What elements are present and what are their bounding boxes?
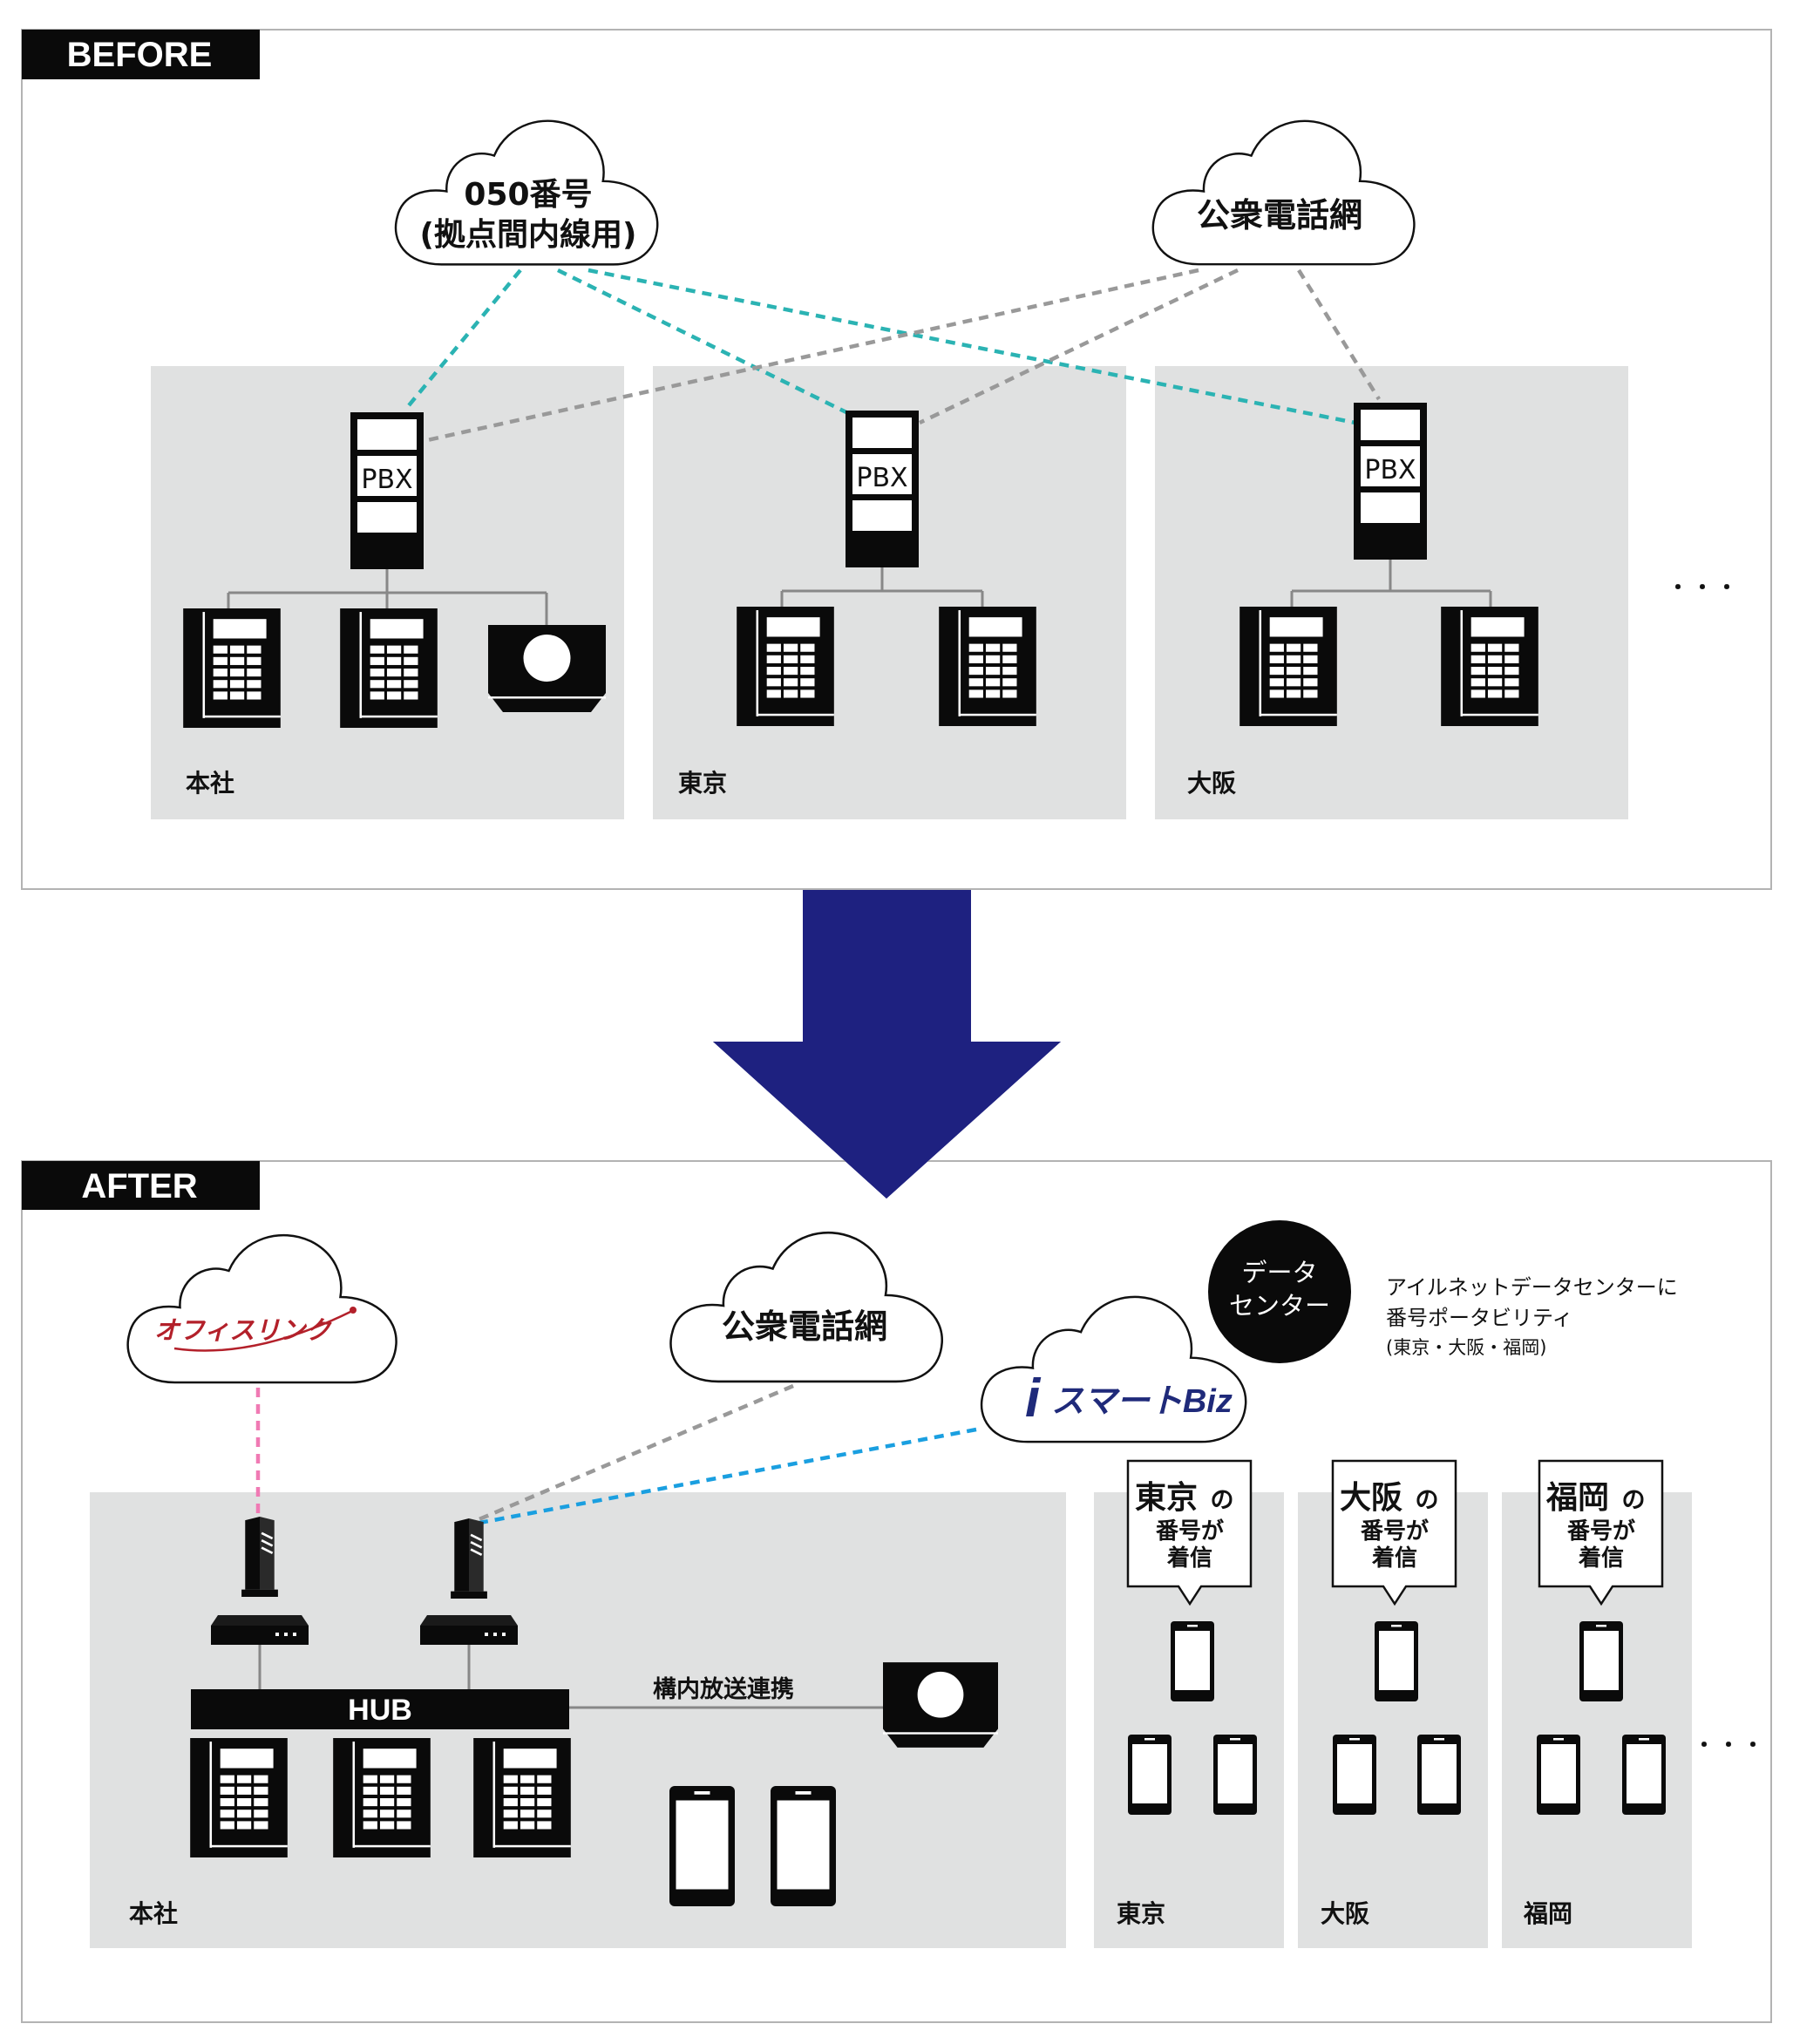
- link-pstn-after: [474, 1383, 794, 1524]
- bubble-city-osaka: 大阪: [1340, 1480, 1402, 1516]
- smartphone: [1579, 1621, 1623, 1701]
- bubble-no: の: [1416, 1487, 1439, 1514]
- hub-label: HUB: [348, 1694, 412, 1727]
- desk-phone: [473, 1738, 571, 1857]
- desk-phone: [333, 1738, 431, 1857]
- portability-line2: 番号ポータビリティ: [1386, 1306, 1573, 1330]
- branch-label-osaka: 大阪: [1321, 1899, 1369, 1928]
- ismart-logo-i: i: [1025, 1368, 1042, 1429]
- after-ellipsis: ・・・: [1694, 1733, 1767, 1757]
- link-050-honsha: [404, 268, 522, 411]
- before-wiring: [227, 560, 1492, 628]
- officelink-logo: オフィスリンク: [154, 1317, 332, 1345]
- cloud-pstn-after-label: 公衆電話網: [722, 1307, 887, 1346]
- desk-phone: [737, 607, 834, 726]
- broadcast-label: 構内放送連携: [653, 1675, 794, 1703]
- portability-line1: アイルネットデータセンターに: [1386, 1275, 1678, 1300]
- bubble-no: の: [1622, 1487, 1646, 1514]
- smartphone: [1128, 1735, 1172, 1815]
- branch-fukuoka: 福岡 の 番号が 着信 福岡: [1523, 1459, 1666, 1928]
- gateway-officelink: [241, 1517, 278, 1597]
- ismart-logo-text: スマートBiz: [1051, 1383, 1233, 1420]
- bubble-line3: 着信: [1166, 1545, 1212, 1572]
- branch-osaka: 大阪 の 番号が 着信 大阪: [1321, 1459, 1461, 1928]
- smartphone: [1213, 1735, 1257, 1815]
- link-ismart: [474, 1427, 977, 1526]
- cloud-050-line2: (拠点間内線用): [420, 217, 637, 253]
- link-050-osaka: [587, 268, 1356, 425]
- hub-bar: [191, 1689, 569, 1729]
- branch-label-tokyo: 東京: [1117, 1899, 1165, 1928]
- datacenter-circle: [1208, 1220, 1351, 1363]
- pbx-tokyo: PBX: [846, 411, 919, 567]
- bubble-no: の: [1211, 1487, 1234, 1514]
- bubble-line2: 番号が: [1361, 1518, 1429, 1545]
- smartphone: [1537, 1735, 1580, 1815]
- incoming-bubble-tokyo: [1126, 1459, 1253, 1606]
- pbx-honsha: PBX: [350, 412, 424, 569]
- smartphone: [1622, 1735, 1666, 1815]
- link-pstn-osaka: [1297, 268, 1381, 401]
- smartphone: [669, 1786, 735, 1906]
- cloud-050-line1: 050番号: [464, 177, 592, 213]
- site-label-tokyo: 東京: [678, 769, 727, 798]
- after-tag-label: AFTER: [81, 1167, 197, 1205]
- pbx-osaka: PBX: [1354, 403, 1427, 560]
- desk-phone: [183, 608, 281, 728]
- officelink-swoosh: [173, 1310, 351, 1352]
- before-links: [404, 268, 1381, 443]
- branch-tokyo: 東京 の 番号が 着信 東京: [1117, 1459, 1257, 1928]
- bubble-line3: 着信: [1578, 1545, 1624, 1572]
- pa-speaker: [883, 1662, 998, 1748]
- pbx-osaka-label: PBX: [1364, 455, 1416, 486]
- datacenter-line2: センター: [1229, 1291, 1330, 1321]
- smartphone: [1333, 1735, 1376, 1815]
- site-label-osaka: 大阪: [1187, 769, 1236, 798]
- smartphone: [1417, 1735, 1461, 1815]
- cloud-pstn-before-label: 公衆電話網: [1197, 196, 1362, 234]
- desk-phone: [190, 1738, 288, 1857]
- desk-phone: [939, 607, 1036, 726]
- datacenter-line1: データ: [1241, 1258, 1317, 1287]
- desk-phone: [1239, 607, 1337, 726]
- before-tag-label: BEFORE: [67, 36, 213, 74]
- link-pstn-tokyo: [919, 268, 1239, 425]
- gateway-ismart: [451, 1518, 487, 1599]
- site-label-honsha: 本社: [186, 769, 234, 798]
- incoming-bubble-fukuoka: [1538, 1459, 1664, 1606]
- smartphone: [1171, 1621, 1214, 1701]
- pa-speaker: [488, 625, 606, 712]
- portability-line3: (東京・大阪・福岡): [1386, 1337, 1546, 1358]
- hq-label: 本社: [129, 1899, 178, 1928]
- cloud-ismart: [980, 1295, 1247, 1443]
- bubble-city-fukuoka: 福岡: [1545, 1480, 1609, 1516]
- branch-label-fukuoka: 福岡: [1523, 1899, 1572, 1928]
- desk-phone: [340, 608, 438, 728]
- bubble-line2: 番号が: [1156, 1518, 1224, 1545]
- transition-arrow-tip: [713, 1042, 1061, 1199]
- smartphone: [771, 1786, 836, 1906]
- pbx-honsha-label: PBX: [361, 465, 412, 495]
- before-tag: [22, 30, 260, 79]
- bubble-city-tokyo: 東京: [1135, 1479, 1198, 1516]
- router-officelink: [211, 1615, 309, 1645]
- link-050-tokyo: [557, 268, 851, 417]
- after-tag: [22, 1161, 260, 1210]
- hq-wiring: [258, 1645, 883, 1709]
- pbx-tokyo-label: PBX: [856, 463, 907, 493]
- bubble-line3: 着信: [1371, 1545, 1417, 1572]
- before-ellipsis: ・・・: [1667, 575, 1741, 600]
- router-ismart: [420, 1615, 518, 1645]
- officelink-dot: [350, 1307, 357, 1314]
- bubble-line2: 番号が: [1567, 1518, 1635, 1545]
- smartphone: [1375, 1621, 1418, 1701]
- desk-phone: [1441, 607, 1538, 726]
- incoming-bubble-osaka: [1331, 1459, 1457, 1606]
